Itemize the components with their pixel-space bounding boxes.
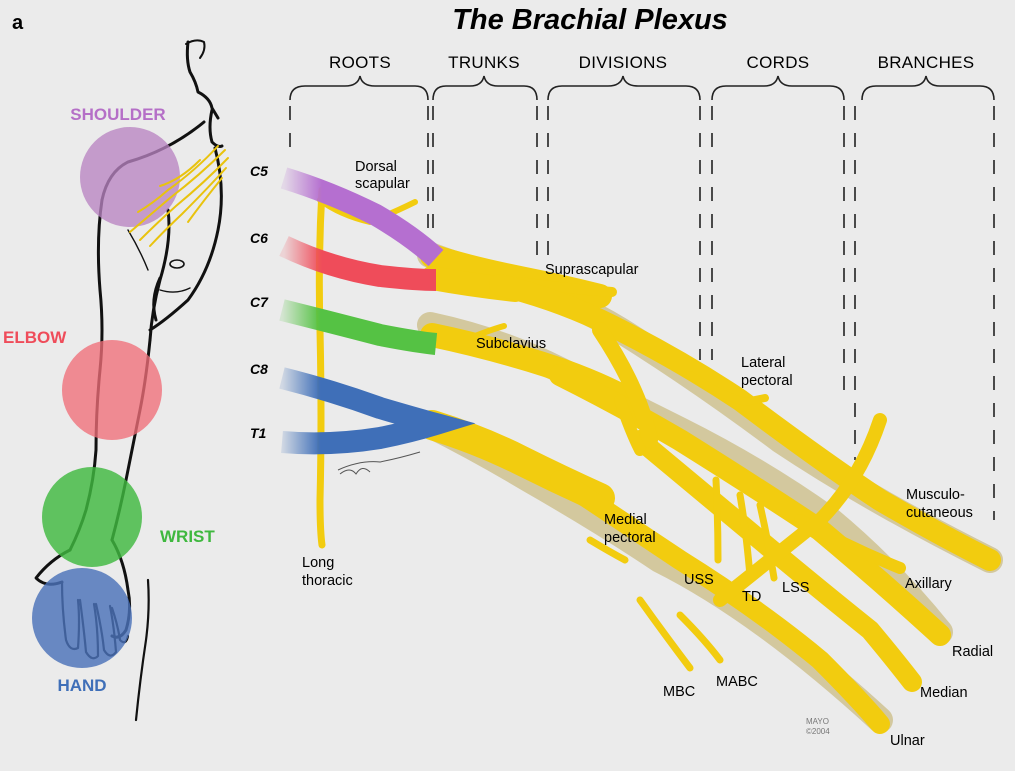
uss-nerve	[712, 476, 722, 564]
label-subclavius: Subclavius	[476, 336, 546, 352]
label-mbc: MBC	[663, 684, 695, 700]
brace-branches	[861, 75, 995, 101]
label-uss: USS	[684, 572, 714, 588]
header-divisions: DIVISIONS	[579, 53, 668, 72]
root-label-c8: C8	[250, 361, 268, 377]
header-trunks: TRUNKS	[448, 53, 520, 72]
mbc-nerve	[636, 596, 694, 672]
label-axillary: Axillary	[905, 576, 952, 592]
region-circles	[32, 127, 180, 668]
root-label-c5: C5	[250, 163, 268, 179]
brace-divisions	[547, 75, 701, 101]
column-dividers	[289, 106, 995, 520]
wrist-region-marker	[42, 467, 142, 567]
label-median: Median	[920, 685, 968, 701]
artist-signature	[337, 451, 421, 471]
label-musculocutaneous-2: cutaneous	[906, 505, 973, 521]
nerve-labels: Dorsal scapular Suprascapular Subclavius…	[302, 159, 993, 749]
long-thoracic-nerve	[315, 186, 326, 549]
mabc-nerve	[676, 611, 724, 664]
brace-trunks	[432, 75, 538, 101]
td-nerve	[736, 491, 754, 580]
hand-label: HAND	[57, 676, 106, 695]
label-lateral-pectoral-2: pectoral	[741, 373, 793, 389]
brace-cords	[711, 75, 845, 101]
shoulder-label: SHOULDER	[70, 105, 165, 124]
lss-nerve	[756, 501, 778, 582]
header-roots: ROOTS	[329, 53, 391, 72]
label-mabc: MABC	[716, 674, 758, 690]
header-cords: CORDS	[747, 53, 810, 72]
label-long-thoracic-2: thoracic	[302, 573, 353, 589]
root-c5	[280, 167, 444, 267]
hand-region-marker	[32, 568, 132, 668]
credit-line-2: ©2004	[806, 727, 830, 736]
figure-title: The Brachial Plexus	[452, 4, 728, 36]
lateral-pectoral-nerve	[686, 371, 769, 406]
root-c8-t1	[279, 367, 476, 455]
wrist-label: WRIST	[160, 527, 215, 546]
label-medial-pectoral-2: pectoral	[604, 530, 656, 546]
root-c7	[279, 299, 438, 355]
label-ulnar: Ulnar	[890, 733, 925, 749]
brace-roots	[289, 75, 429, 101]
shoulder-region-marker	[80, 127, 180, 227]
column-headers: ROOTS TRUNKS DIVISIONS CORDS BRANCHES	[329, 53, 974, 72]
panel-letter: a	[12, 12, 24, 34]
shoulder-plexus-sketch	[129, 145, 229, 247]
column-braces	[289, 75, 995, 101]
label-musculocutaneous-1: Musculo-	[906, 487, 965, 503]
root-labels: C5 C6 C7 C8 T1	[250, 163, 269, 441]
spinal-roots	[279, 167, 476, 455]
label-suprascapular: Suprascapular	[545, 262, 639, 278]
root-label-c6: C6	[250, 230, 268, 246]
label-medial-pectoral-1: Medial	[604, 512, 647, 528]
elbow-region-marker	[62, 340, 162, 440]
root-label-t1: T1	[250, 425, 267, 441]
credit-line-1: MAYO	[806, 717, 829, 726]
label-lateral-pectoral-1: Lateral	[741, 355, 785, 371]
subclavius-nerve	[467, 323, 507, 341]
label-lss: LSS	[782, 580, 809, 596]
medial-cord-ulnar	[550, 470, 890, 734]
label-td: TD	[742, 589, 761, 605]
label-long-thoracic-1: Long	[302, 555, 334, 571]
label-radial: Radial	[952, 644, 993, 660]
root-label-c7: C7	[250, 294, 269, 310]
root-c6	[279, 236, 437, 291]
label-dorsal-scapular-2: scapular	[355, 176, 410, 192]
header-branches: BRANCHES	[878, 53, 975, 72]
medial-pectoral-nerve	[586, 536, 629, 564]
elbow-label: ELBOW	[3, 328, 67, 347]
median-nerve	[630, 430, 922, 692]
label-dorsal-scapular-1: Dorsal	[355, 159, 397, 175]
